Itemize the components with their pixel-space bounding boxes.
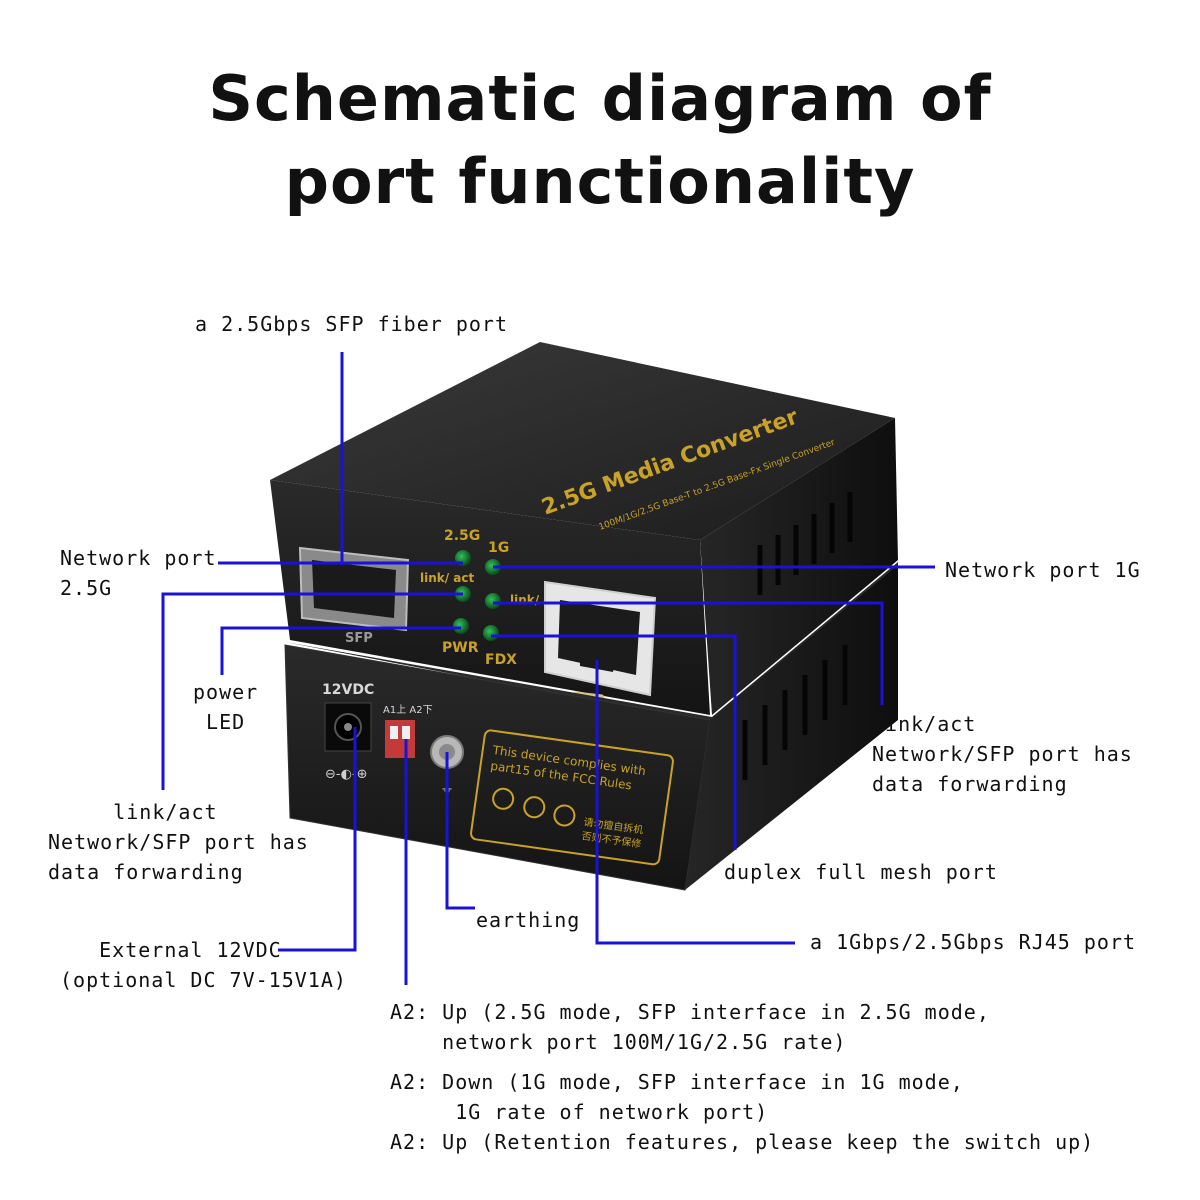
led-pwr [453,618,469,634]
leader-lines [161,352,935,985]
dip-switch[interactable] [385,720,415,758]
title-line-2: port functionality [284,145,916,218]
recycle-bin-icon [492,787,515,810]
sfp-port[interactable]: SFP [298,546,410,646]
dc-jack[interactable] [324,702,372,752]
leader-earthing [445,752,475,910]
leader-link-act-left [161,592,463,790]
led-label-fdx: FDX [485,652,517,668]
callout-link-act-left: link/act Network/SFP port has data forwa… [48,800,309,884]
led-label-2-5g: 2.5G [444,528,480,544]
led-label-pwr: PWR [442,640,479,656]
callout-rj45: a 1Gbps/2.5Gbps RJ45 port [810,930,1137,954]
note-a2-down-1g: A2: Down (1G mode, SFP interface in 1G m… [390,1070,964,1124]
led-label-1g: 1G [488,540,509,556]
warning-icon [553,804,576,827]
led-fdx [483,625,499,641]
title-line-1: Schematic diagram of [208,62,992,135]
leader-duplex [491,634,737,850]
leader-link-act-right [493,601,884,705]
callout-link-act-right: link/act Network/SFP port has data forwa… [872,712,1133,796]
lower-converter-unit: 12VDC ⊖-◐-⊕ A1上 A2下 ⏚ This device compli… [284,562,898,891]
callout-duplex: duplex full mesh port [724,860,998,884]
top-panel [270,342,895,540]
callout-power-led: power LED [193,680,259,734]
callout-sfp-fiber: a 2.5Gbps SFP fiber port [195,312,508,336]
callout-ext-power: External 12VDC (optional DC 7V-15V1A) [60,938,347,992]
side-vents-lower [742,645,848,780]
led-link-act-net [485,593,501,609]
leader-power-led [220,626,461,675]
sfp-label: SFP [345,631,373,646]
note-a2-up-25g: A2: Up (2.5G mode, SFP interface in 2.5G… [390,1000,990,1054]
callout-net-1g: Network port 1G [945,558,1141,582]
switch-labels: A1上 A2下 [383,704,433,716]
note-a2-up-retention: A2: Up (Retention features, please keep … [390,1130,1095,1154]
callout-net-25g: Network port 2.5G [60,546,217,600]
recycle-icon [523,796,546,819]
leader-ext-power [278,727,357,952]
dc-polarity-symbol: ⊖-◐-⊕ [325,767,368,782]
dc-label: 12VDC [322,682,374,698]
callout-earthing: earthing [476,908,581,932]
led-label-link-act-left: link/ act [420,571,475,585]
leader-rj45 [595,660,795,945]
